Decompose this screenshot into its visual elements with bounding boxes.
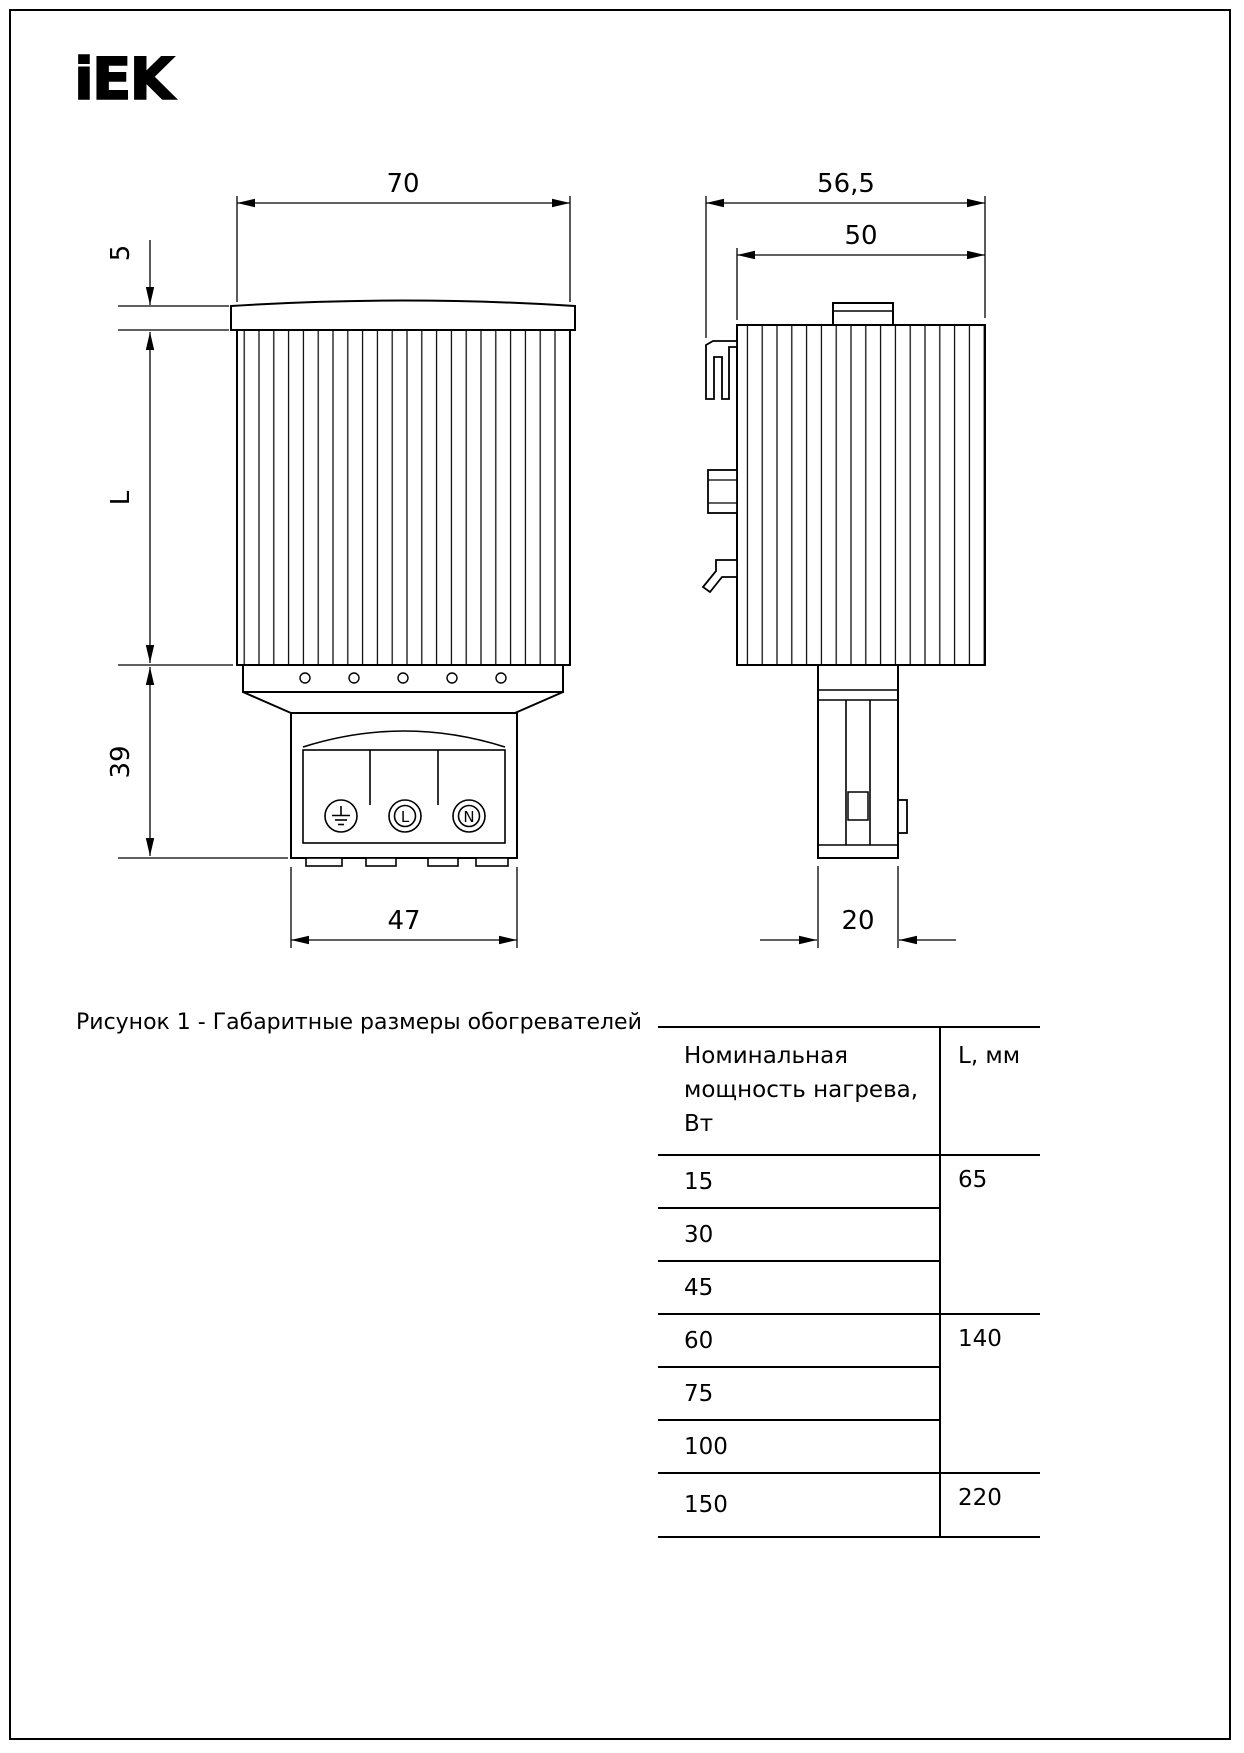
dim-block-height: 39 <box>106 745 136 778</box>
header-length: L, мм <box>939 1026 1040 1156</box>
header-power-line2: мощность нагрева, Вт <box>684 1077 919 1137</box>
din-rail-latch <box>701 559 738 594</box>
power-cell: 60 <box>658 1314 940 1368</box>
front-dimension-lines <box>118 196 571 948</box>
header-power-line1: Номинальная <box>684 1043 849 1069</box>
header-power: Номинальная мощность нагрева, Вт <box>658 1026 940 1156</box>
power-cell: 45 <box>658 1261 940 1315</box>
power-cell: 100 <box>658 1420 940 1474</box>
table-row: 45 <box>658 1261 1040 1315</box>
mounting-holes <box>299 672 507 684</box>
dimensional-drawing: L N 70 5 L 39 47 <box>106 169 986 948</box>
din-rail-hook <box>705 340 738 400</box>
power-cell: 30 <box>658 1208 940 1262</box>
terminal-neutral: N <box>452 799 486 833</box>
terminal-neutral-label: N <box>463 808 474 826</box>
front-dimension-labels: 70 5 L 39 47 <box>106 169 421 936</box>
dim-cap-height: 5 <box>106 245 136 262</box>
terminal-line-label: L <box>401 808 410 826</box>
power-cell: 150 <box>658 1473 940 1538</box>
din-rail-stop <box>707 469 738 514</box>
side-dimension-lines <box>705 196 986 948</box>
dim-width-overall: 56,5 <box>817 169 875 199</box>
side-view <box>701 302 986 859</box>
power-cell: 15 <box>658 1155 940 1209</box>
dim-width-body: 50 <box>844 221 877 251</box>
table-row: 150 220 <box>658 1473 1040 1538</box>
power-length-table: Номинальная мощность нагрева, Вт L, мм 15… <box>658 1026 1040 1538</box>
power-cell: 75 <box>658 1367 940 1421</box>
terminal-earth-icon <box>324 799 358 833</box>
iek-logo: iEK <box>73 45 175 113</box>
heater-cap <box>230 299 576 331</box>
terminal-feet <box>305 857 509 867</box>
terminal-block <box>290 712 518 859</box>
table-row: 100 <box>658 1420 1040 1474</box>
terminal-block-side <box>817 664 899 859</box>
dim-width-top: 70 <box>386 169 419 199</box>
length-cell: 65 <box>939 1155 1040 1315</box>
table-row: 15 65 <box>658 1155 1040 1315</box>
heater-body-side <box>736 324 986 666</box>
terminal-screw <box>847 791 869 821</box>
dim-body-height: L <box>106 490 136 505</box>
side-tab <box>897 799 908 834</box>
length-cell: 220 <box>939 1473 1040 1538</box>
figure-caption: Рисунок 1 - Габаритные размеры обогреват… <box>76 1010 642 1035</box>
heater-body-front <box>236 329 571 666</box>
table-row: 60 140 <box>658 1314 1040 1474</box>
top-tab <box>832 302 894 326</box>
length-cell: 140 <box>939 1314 1040 1474</box>
table-row: 75 <box>658 1367 1040 1421</box>
side-dimension-labels: 56,5 50 20 <box>817 169 877 936</box>
dim-width-bottom: 47 <box>387 906 420 936</box>
table-header-row: Номинальная мощность нагрева, Вт L, мм <box>658 1026 1040 1156</box>
dim-width-bottom-side: 20 <box>841 906 874 936</box>
front-view: L N <box>230 299 576 867</box>
page-border <box>9 9 1231 1740</box>
terminal-line: L <box>388 799 422 833</box>
table-row: 30 <box>658 1208 1040 1262</box>
